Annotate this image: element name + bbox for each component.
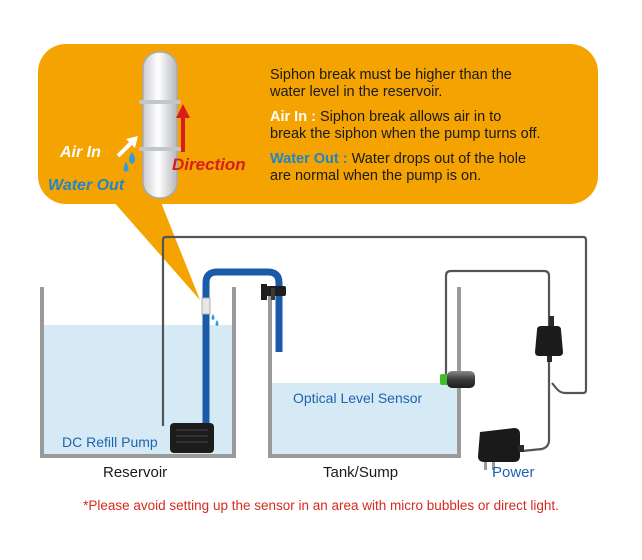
air-in-text-line-1: Siphon break allows air in to bbox=[316, 109, 501, 125]
sensor-cable bbox=[444, 269, 551, 379]
water-out-text-line-2: are normal when the pump is on. bbox=[270, 168, 481, 184]
water-drop-icon bbox=[129, 152, 135, 164]
controller-unit bbox=[535, 316, 563, 362]
pump-label: DC Refill Pump bbox=[62, 434, 158, 450]
water-drop-icon bbox=[123, 162, 129, 172]
power-cable bbox=[521, 355, 551, 453]
water-out-description: Water Out : Water drops out of the hole bbox=[270, 151, 526, 167]
direction-arrowhead-icon bbox=[176, 104, 190, 118]
tank-water bbox=[270, 383, 459, 454]
power-label: Power bbox=[492, 464, 535, 481]
reservoir-wall bbox=[40, 287, 236, 458]
siphon-break-ring-top bbox=[139, 100, 181, 104]
refill-tube bbox=[202, 268, 283, 428]
water-out-label: Water Out bbox=[48, 177, 125, 194]
optical-level-sensor bbox=[440, 371, 475, 388]
sensor-body bbox=[447, 371, 475, 388]
air-in-arrowhead-icon bbox=[126, 136, 138, 148]
direction-label: Direction bbox=[172, 155, 246, 174]
pump-cable bbox=[161, 235, 588, 426]
warning-note: *Please avoid setting up the sensor in a… bbox=[83, 498, 559, 513]
reservoir-label: Reservoir bbox=[103, 464, 167, 481]
siphon-break-tube bbox=[142, 51, 178, 199]
tube-water-drop-icon bbox=[215, 320, 219, 326]
callout-bubble bbox=[38, 44, 598, 300]
siphon-break-ring-bottom bbox=[139, 147, 181, 151]
dc-refill-pump bbox=[170, 423, 214, 453]
tank-sump bbox=[268, 287, 461, 458]
air-in-label: Air In bbox=[59, 144, 101, 161]
air-in-description: Air In : Siphon break allows air in to bbox=[270, 109, 501, 125]
callout-text-line-1: Siphon break must be higher than the bbox=[270, 67, 512, 83]
sensor-tip bbox=[440, 374, 448, 385]
water-out-heading: Water Out : bbox=[270, 151, 348, 167]
sensor-label: Optical Level Sensor bbox=[293, 390, 423, 406]
callout-pointer bbox=[112, 200, 200, 300]
siphon-break-illustration bbox=[116, 51, 190, 199]
tank-label: Tank/Sump bbox=[323, 464, 398, 481]
tube-water-drop-icon bbox=[211, 314, 215, 320]
power-adapter bbox=[478, 428, 524, 470]
callout-background bbox=[38, 44, 598, 204]
tube-holder-clip bbox=[261, 284, 286, 300]
water-out-text-line-1: Water drops out of the hole bbox=[348, 151, 526, 167]
air-in-text-line-2: break the siphon when the pump turns off… bbox=[270, 126, 541, 142]
callout-text-line-2: water level in the reservoir. bbox=[269, 84, 442, 100]
siphon-break-fitting bbox=[201, 297, 211, 315]
air-in-heading: Air In : bbox=[270, 109, 316, 125]
